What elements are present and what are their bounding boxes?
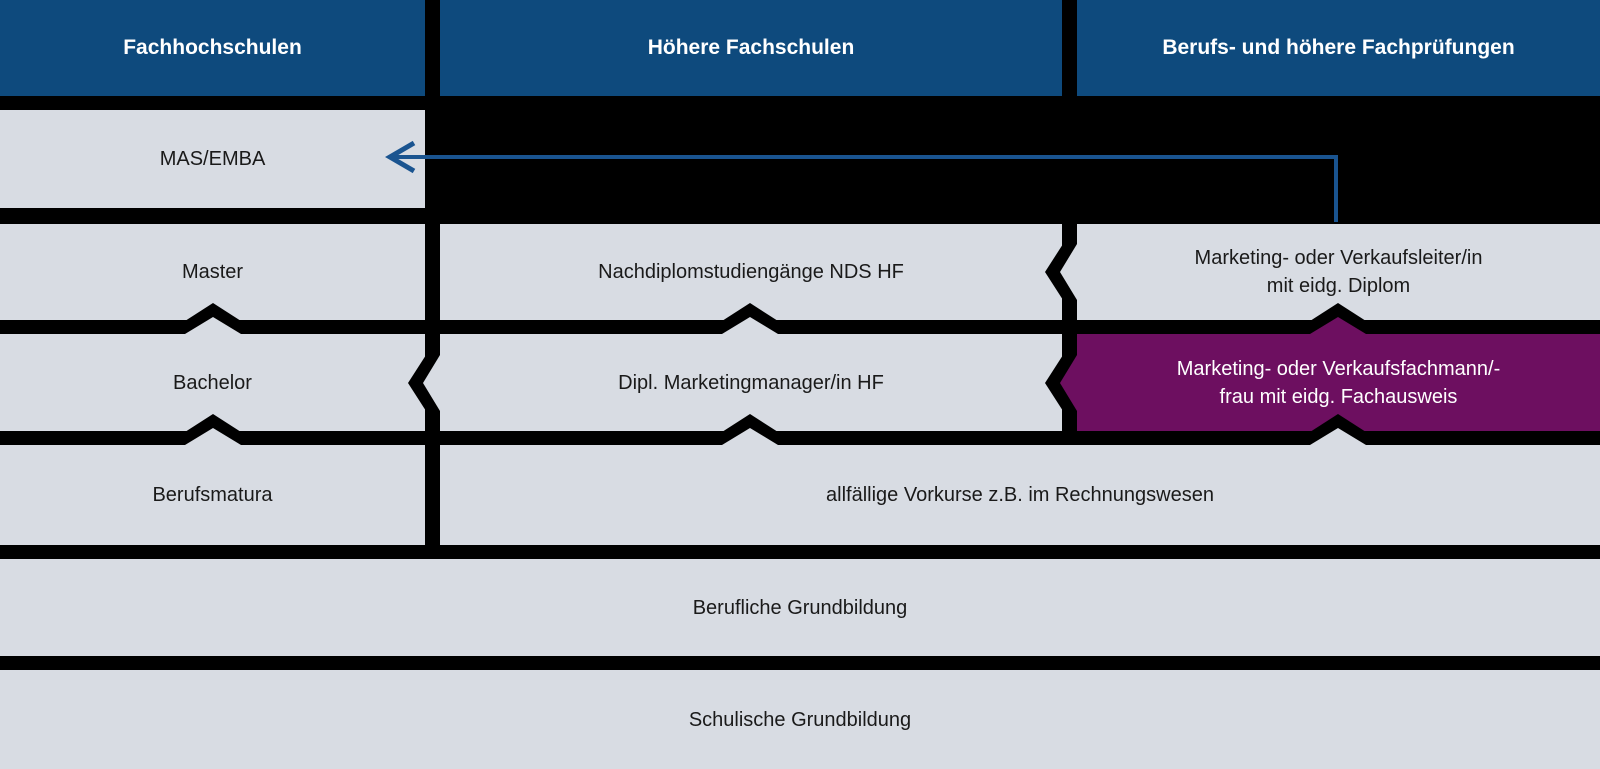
box-marketing-verkaufsleiter-line2: mit eidg. Diplom [1266,275,1411,297]
box-marketing-verkaufsfachmann-line2: frau mit eidg. Fachausweis [1219,385,1458,408]
box-marketing-verkaufsleiter-line1: Marketing- oder Verkaufsleiter/in [1194,247,1483,269]
box-mas-emba: MAS/EMBA [0,110,425,208]
column-header-berufs-und-hoehere-fachpruefungen: Berufs- und höhere Fachprüfungen [1077,0,1600,96]
box-schulische-grundbildung: Schulische Grundbildung [0,670,1600,769]
box-allfaellige-vorkurse: allfällige Vorkurse z.B. im Rechnungswes… [440,445,1600,545]
pathway-arrow-line [394,155,1338,222]
box-berufliche-grundbildung: Berufliche Grundbildung [0,559,1600,656]
box-marketing-verkaufsfachmann-line1: Marketing- oder Verkaufsfachmann/- [1176,357,1501,380]
column-header-fachhochschulen: Fachhochschulen [0,0,425,96]
column-header-hoehere-fachschulen: Höhere Fachschulen [440,0,1062,96]
box-berufsmatura: Berufsmatura [0,445,425,545]
